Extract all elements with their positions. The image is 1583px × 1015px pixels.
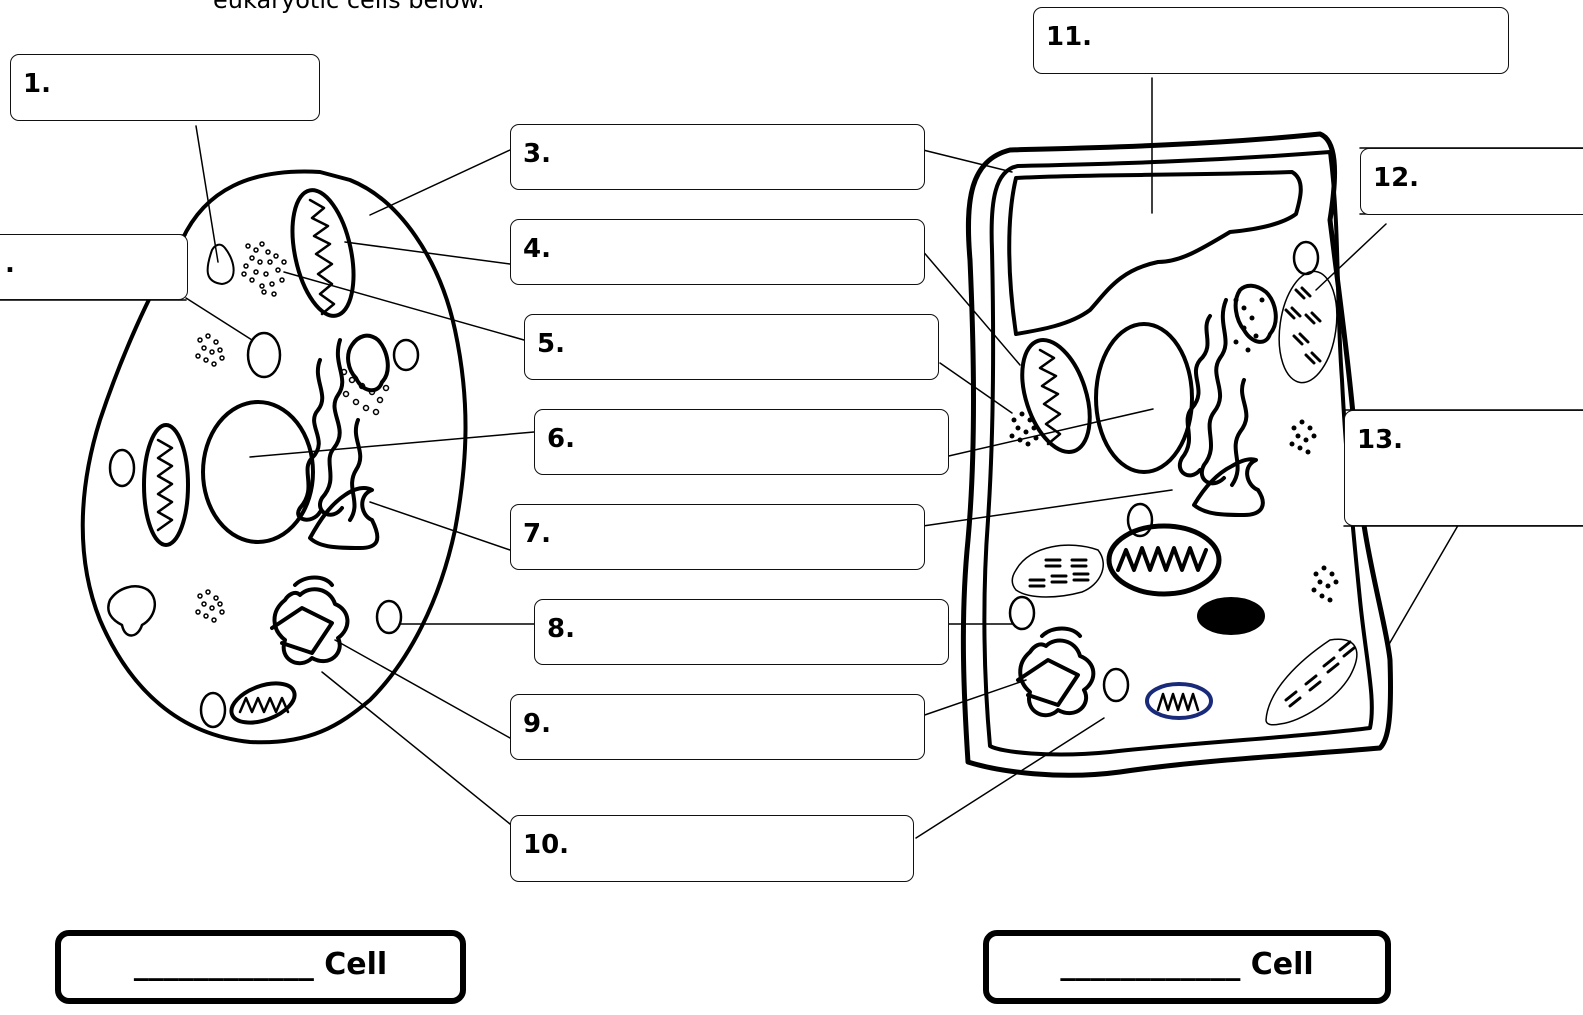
label-number: .	[5, 249, 15, 279]
plant-golgi	[1018, 629, 1093, 716]
plant-mitochondrion-bottom	[1147, 684, 1211, 718]
plant-chloroplast-bottom	[1266, 639, 1357, 724]
label-box-13[interactable]: 13.	[1344, 410, 1583, 526]
label-number: 10.	[523, 830, 569, 860]
label-number: 5.	[537, 329, 565, 359]
label-number: 11.	[1046, 22, 1092, 52]
plant-central-vacuole	[1009, 172, 1301, 334]
label-number: 8.	[547, 614, 575, 644]
animal-lysosome	[208, 245, 234, 284]
right-cell-type-box[interactable]: ____________ Cell	[983, 930, 1391, 1004]
label-number: 4.	[523, 234, 551, 264]
label-box-8[interactable]: 8.	[534, 599, 949, 665]
label-box-10[interactable]: 10.	[510, 815, 914, 882]
label-number: 1.	[23, 69, 51, 99]
animal-mitochondrion-bottom	[226, 676, 300, 731]
label-number: 3.	[523, 139, 551, 169]
left-cell-type-text: ____________ Cell	[134, 947, 387, 982]
label-box-6[interactable]: 6.	[534, 409, 949, 475]
label-number: 13.	[1357, 425, 1403, 455]
label-box-1[interactable]: 1.	[10, 54, 320, 121]
label-box-11[interactable]: 11.	[1033, 7, 1509, 74]
animal-golgi	[272, 578, 347, 664]
label-number: 6.	[547, 424, 575, 454]
plant-dark-organelle	[1198, 598, 1264, 634]
label-number: 7.	[523, 519, 551, 549]
plant-chloroplast-left	[1012, 545, 1103, 597]
right-cell-type-text: ____________ Cell	[1060, 947, 1313, 982]
animal-ribosomes	[196, 242, 389, 622]
plant-nucleus	[1096, 324, 1192, 472]
label-box-5[interactable]: 5.	[524, 314, 939, 380]
animal-nucleus	[203, 402, 313, 542]
label-box-3[interactable]: 3.	[510, 124, 925, 190]
left-cell-type-box[interactable]: ____________ Cell	[55, 930, 466, 1004]
label-box-4[interactable]: 4.	[510, 219, 925, 285]
plant-chloroplast-right	[1272, 268, 1343, 387]
animal-mitochondrion-top	[282, 185, 363, 322]
label-box-9[interactable]: 9.	[510, 694, 925, 760]
plant-mitochondrion-center	[1109, 526, 1219, 594]
label-number: 12.	[1373, 163, 1419, 193]
plant-mitochondrion-top	[1010, 332, 1103, 461]
animal-mitochondrion-left	[144, 425, 188, 545]
plant-endoplasmic-reticulum	[1180, 286, 1276, 515]
label-box-2[interactable]: .	[0, 234, 188, 300]
label-box-12[interactable]: 12.	[1360, 148, 1583, 215]
label-number: 9.	[523, 709, 551, 739]
label-box-7[interactable]: 7.	[510, 504, 925, 570]
